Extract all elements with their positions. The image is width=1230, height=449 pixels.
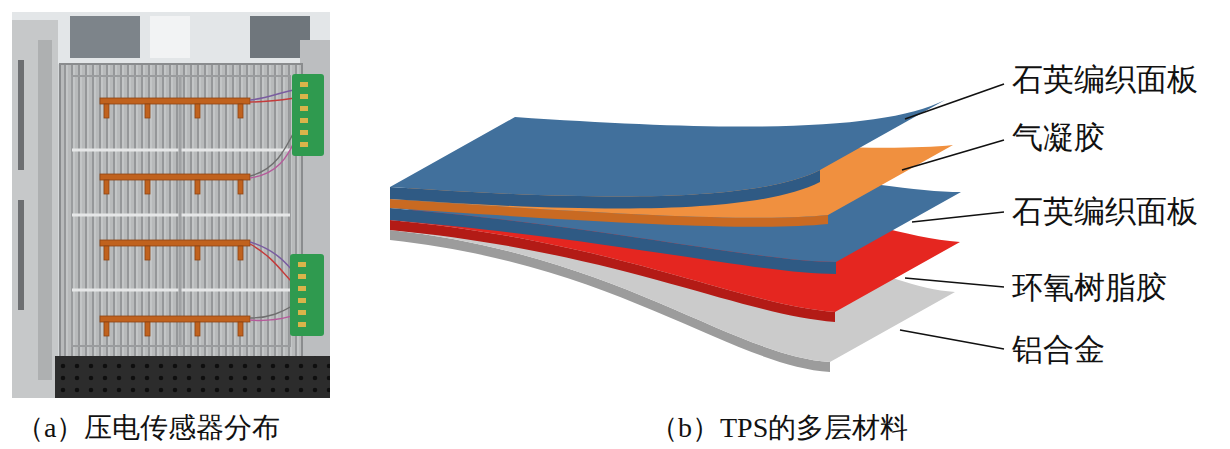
subfigure-caption: （a）压电传感器分布 [16,411,280,445]
layer-label: 石英编织面板 [1012,193,1198,230]
layer-label: 石英编织面板 [1012,61,1198,98]
layer-label: 环氧树脂胶 [1012,269,1167,306]
subfigure-caption: （b）TPS的多层材料 [650,411,908,445]
leader-lines [900,84,1004,349]
multilayer-sheet [390,100,961,372]
sensor-panel-photo [12,12,330,398]
layer-label: 铝合金 [1012,331,1105,368]
layer-label: 气凝胶 [1012,119,1105,156]
